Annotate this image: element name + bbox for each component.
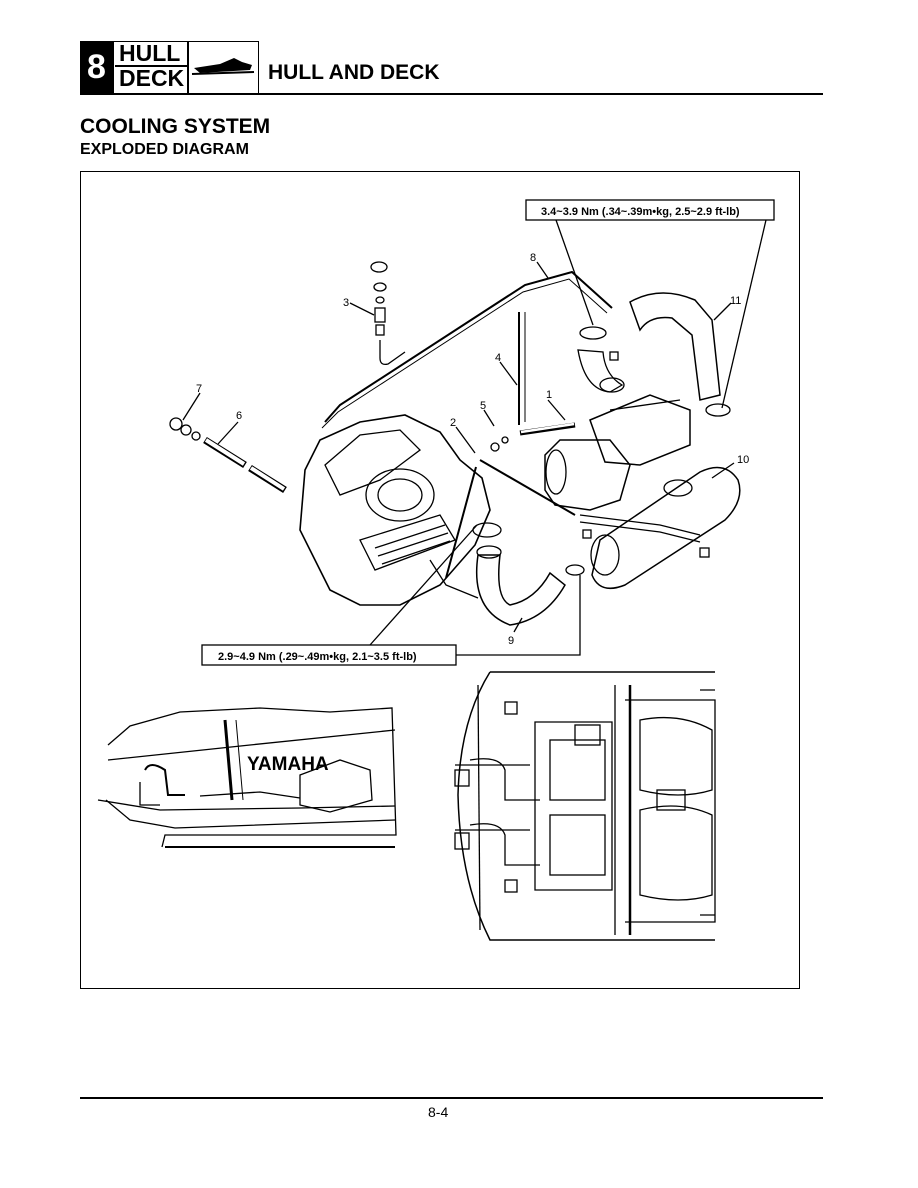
chapter-label-line1: HULL: [119, 40, 181, 66]
callout-9: 9: [508, 635, 514, 647]
page-title: HULL AND DECK: [268, 61, 440, 84]
header-rule: [80, 93, 823, 95]
diagram-frame: [80, 171, 800, 989]
chapter-tab-divider: [187, 41, 189, 93]
section-subtitle: EXPLODED DIAGRAM: [80, 141, 249, 158]
footer-rule: [80, 1097, 823, 1099]
callout-10: 10: [737, 454, 749, 466]
callout-1: 1: [546, 389, 552, 401]
chapter-number-badge: 8: [80, 41, 113, 94]
callout-11: 11: [730, 295, 741, 307]
chapter-label-line2: DECK: [119, 65, 185, 91]
callout-7: 7: [196, 383, 202, 395]
watercraft-icon: [191, 58, 255, 75]
callout-4: 4: [495, 352, 501, 364]
callout-2: 2: [450, 417, 456, 429]
callout-3: 3: [343, 297, 349, 309]
callout-8: 8: [530, 252, 536, 264]
chapter-tab-divider: [115, 65, 187, 67]
callout-5: 5: [480, 400, 486, 412]
torque-spec-top: 3.4~3.9 Nm (.34~.39m•kg, 2.5~2.9 ft-lb): [541, 206, 740, 218]
section-title: COOLING SYSTEM: [80, 115, 271, 138]
callout-6: 6: [236, 410, 242, 422]
torque-spec-bottom: 2.9~4.9 Nm (.29~.49m•kg, 2.1~3.5 ft-lb): [218, 651, 417, 663]
page-number: 8-4: [428, 1104, 449, 1120]
torque-box-top: [525, 199, 775, 221]
yamaha-brand-mark: YAMAHA: [247, 754, 329, 775]
